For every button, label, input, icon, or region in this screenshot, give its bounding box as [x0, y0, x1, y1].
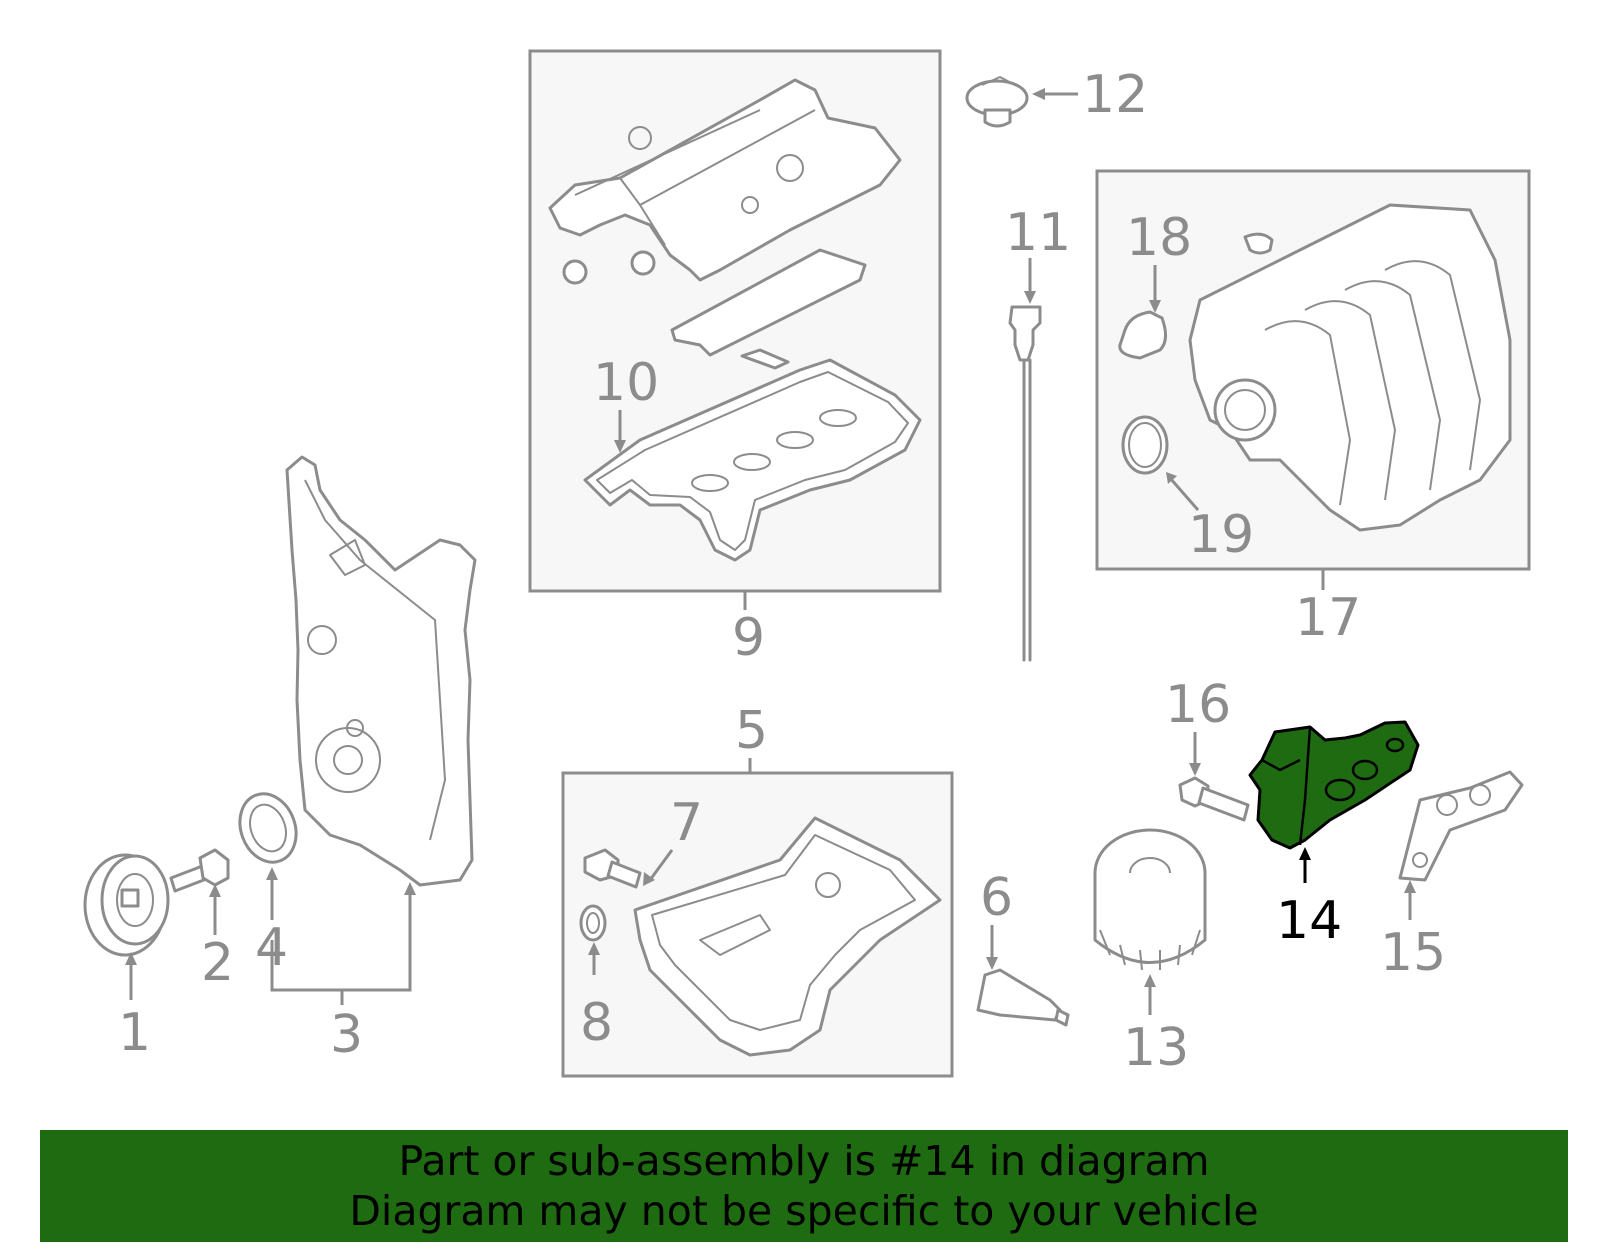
part-timing-cover: [285, 455, 477, 887]
callout-7: 7: [670, 793, 703, 853]
callout-8: 8: [580, 993, 613, 1053]
part-valve-cover-gasket-strip: [670, 248, 867, 370]
callout-15: 15: [1380, 923, 1446, 983]
callout-1: 1: [118, 1003, 151, 1063]
callout-9: 9: [732, 608, 765, 668]
callout-16: 16: [1165, 675, 1231, 735]
part-14-oil-filter-housing: [1248, 720, 1420, 850]
info-banner: Part or sub-assembly is #14 in diagram D…: [40, 1130, 1568, 1242]
callout-5: 5: [735, 701, 768, 761]
part-oil-level-sensor: [976, 968, 1070, 1027]
callout-13: 13: [1123, 1018, 1189, 1078]
part-crank-bolt: [169, 848, 230, 893]
part-drain-gasket: [579, 904, 607, 942]
part-drain-plug: [583, 848, 642, 889]
part-15-gasket: [1398, 770, 1524, 882]
part-valve-cover: [548, 78, 902, 285]
part-oil-filter: [1093, 828, 1207, 971]
banner-line-2: Diagram may not be specific to your vehi…: [349, 1187, 1259, 1235]
leader-lines: [125, 88, 1416, 1015]
callout-2: 2: [201, 933, 234, 993]
part-oil-pan: [633, 816, 942, 1057]
part-18-gasket: [1118, 310, 1167, 360]
part-front-seal: [238, 792, 298, 864]
callout-18: 18: [1126, 208, 1192, 268]
callout-10: 10: [593, 353, 659, 413]
callout-4: 4: [255, 918, 288, 978]
part-oil-filler-cap: [965, 76, 1029, 128]
callout-3: 3: [330, 1005, 363, 1065]
callout-17: 17: [1295, 588, 1361, 648]
banner-line-1: Part or sub-assembly is #14 in diagram: [398, 1137, 1210, 1185]
callout-labels: 1 2 3 4 5 6 7 8 9 10 11 12 13 14 15 16 1…: [118, 65, 1446, 1078]
part-19-o-ring: [1121, 415, 1169, 475]
callout-11: 11: [1005, 203, 1071, 263]
callout-14: 14: [1276, 891, 1342, 951]
part-crank-pulley: [83, 853, 170, 957]
callout-12: 12: [1082, 65, 1148, 125]
callout-6: 6: [980, 868, 1013, 928]
callout-19: 19: [1188, 505, 1254, 565]
part-16-bolt: [1178, 776, 1250, 822]
part-intake-manifold: [1188, 203, 1512, 532]
part-dipstick: [1008, 305, 1042, 662]
part-valve-cover-gasket: [583, 358, 922, 562]
